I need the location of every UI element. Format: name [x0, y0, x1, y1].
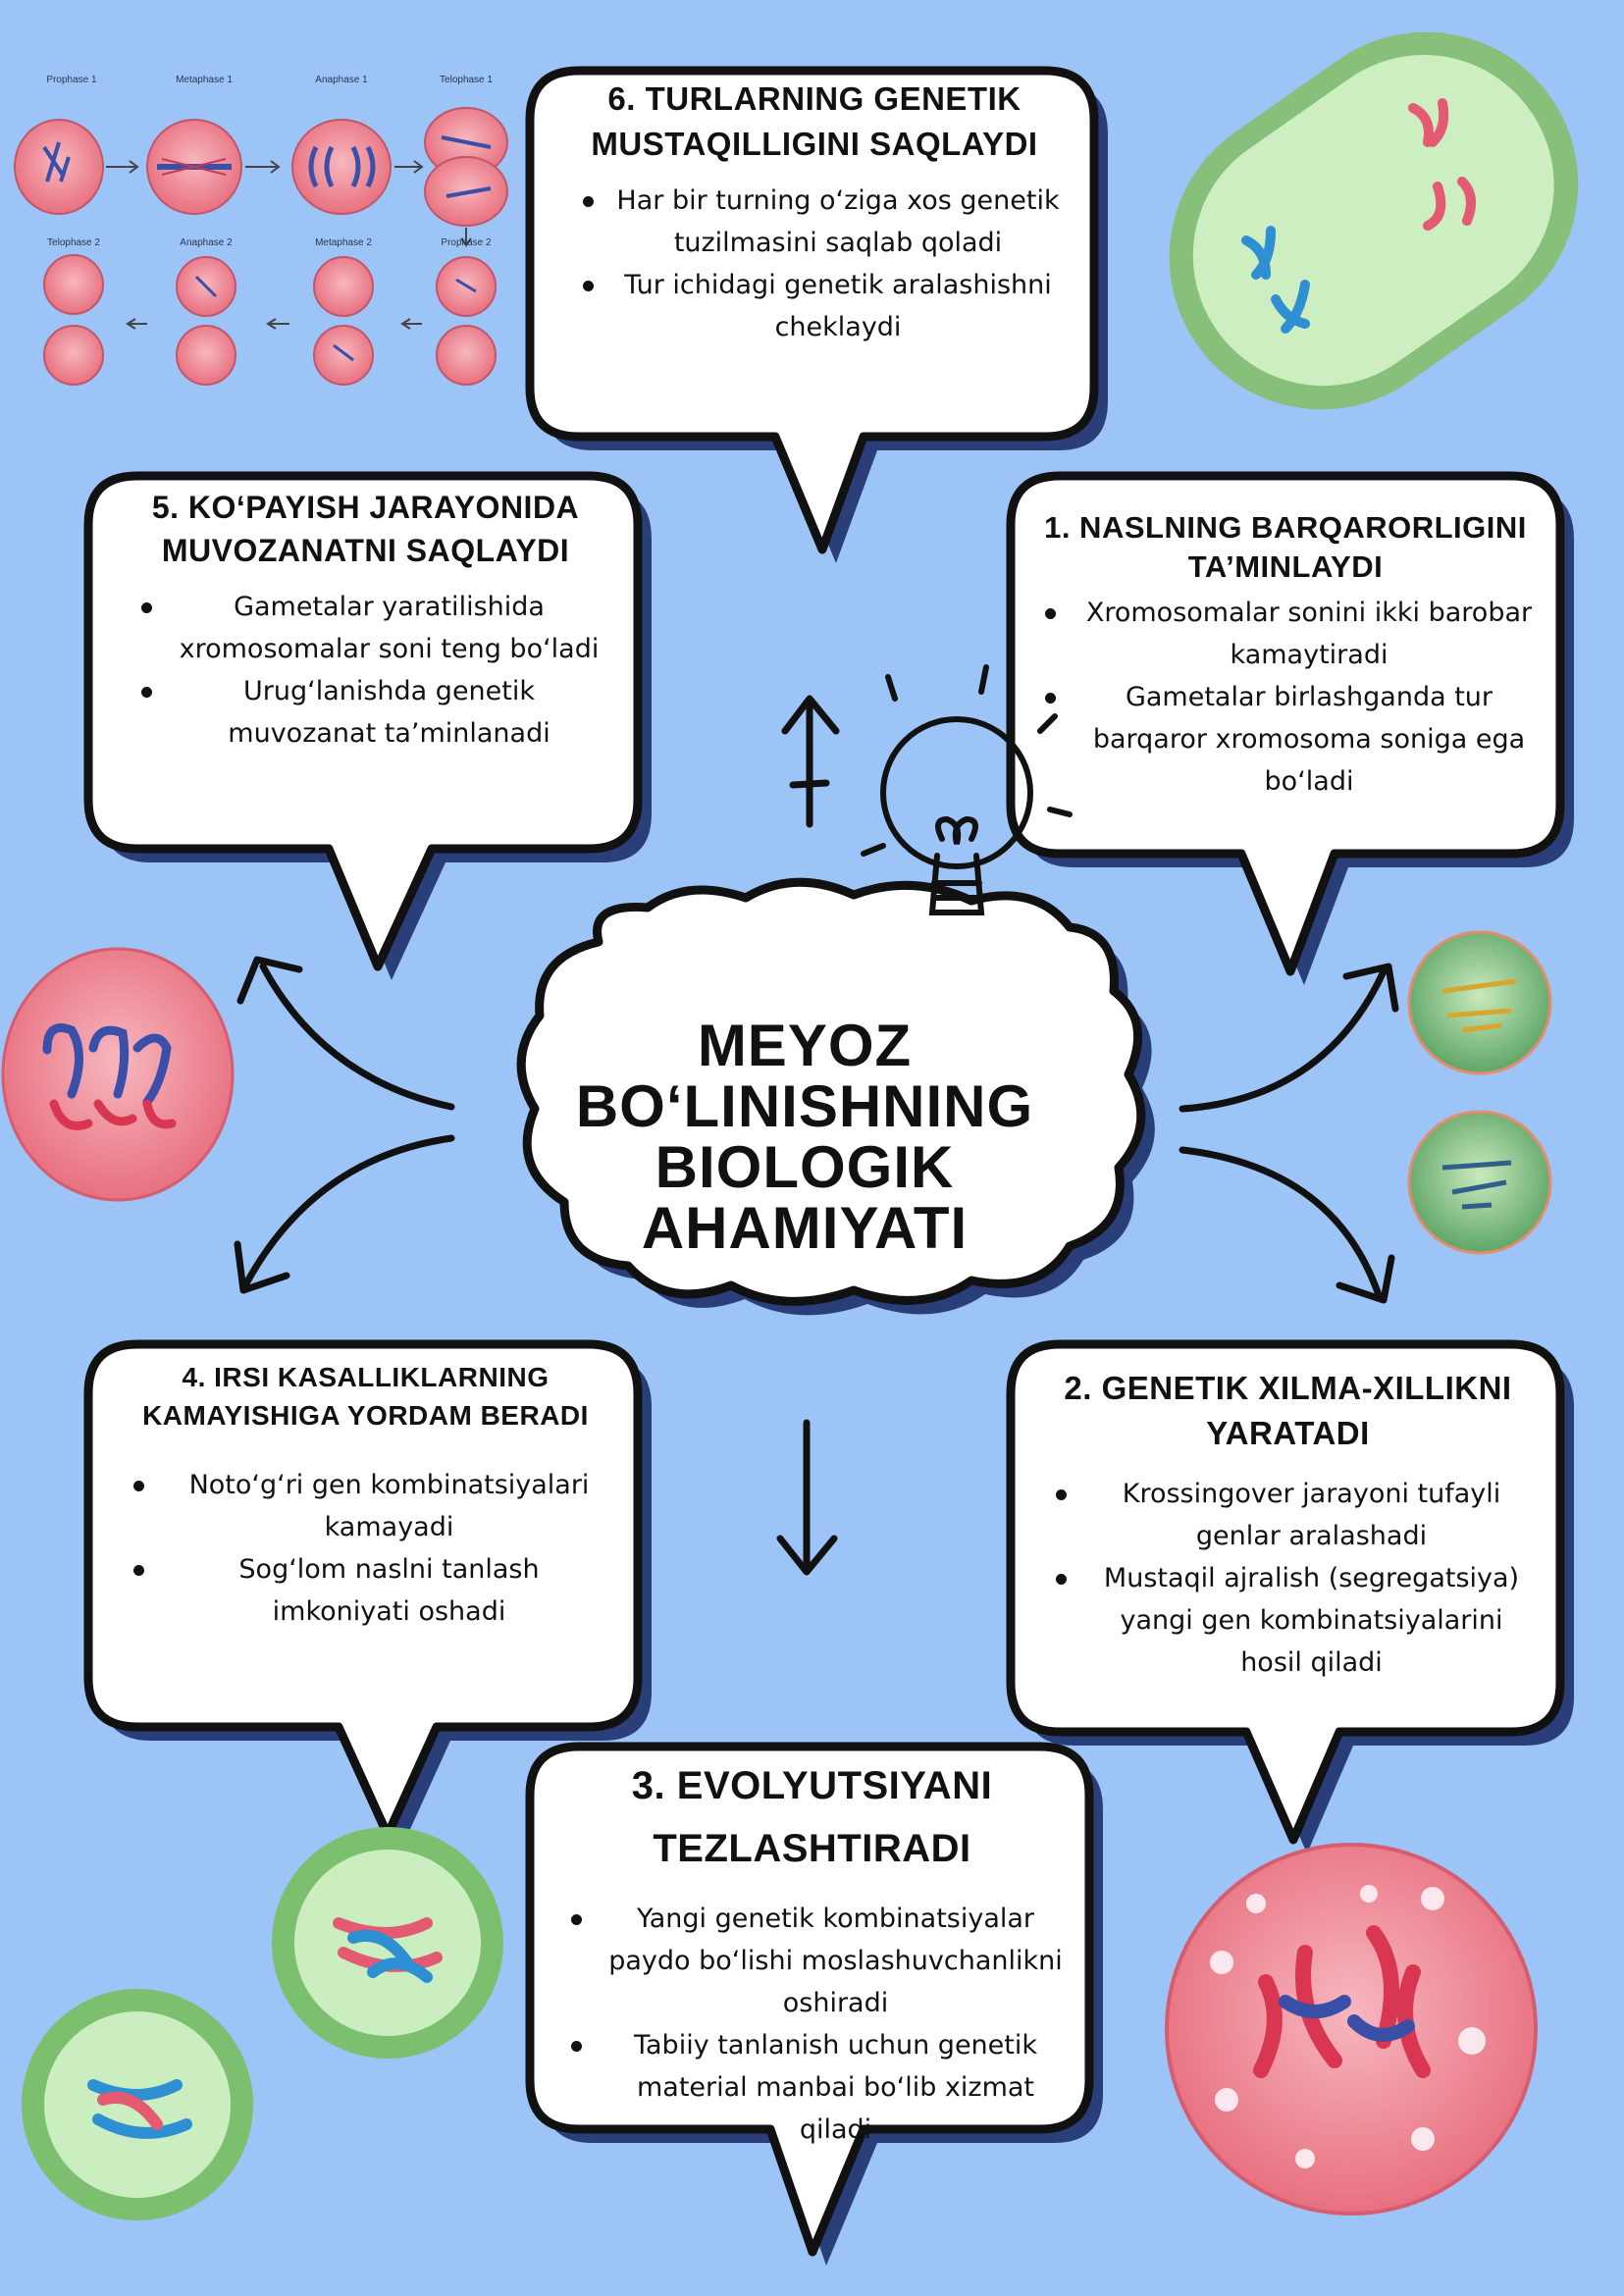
bubble-4: 4. IRSI KASALLIKLARNING KAMAYISHIGA YORD…: [98, 1359, 633, 1633]
arrow-lower-left: [234, 1134, 455, 1294]
bubble-2-item: Krossingover jarayoni tufayli genlar ara…: [1042, 1473, 1534, 1557]
bubble-5-list: Gametalar yaratilishida xromosomalar son…: [128, 586, 603, 755]
bubble-4-shape: [83, 1339, 652, 1849]
bubble-4-item: Sog‘lom naslni tanlash imkoniyati oshadi: [120, 1548, 611, 1633]
stage-label: Anaphase 2: [180, 237, 233, 248]
stage-label: Prophase 1: [46, 75, 97, 85]
pink-cell-left: [1, 947, 235, 1202]
bubble-6-list: Har bir turning o‘ziga xos genetik tuzil…: [569, 180, 1060, 348]
bubble-4-item: Noto‘g‘ri gen kombinatsiyalari kamayadi: [120, 1464, 611, 1548]
bubble-6-shape: [525, 66, 1108, 563]
bubble-4-list: Noto‘g‘ri gen kombinatsiyalari kamayadi …: [120, 1464, 611, 1633]
bubble-1-list: Xromosomalar sonini ikki barobar kamayti…: [1031, 592, 1540, 803]
green-cells-right: [1407, 930, 1552, 1255]
bubble-2-list: Krossingover jarayoni tufayli genlar ara…: [1042, 1473, 1534, 1684]
bubble-3-item: Yangi genetik kombinatsiyalar paydo bo‘l…: [557, 1898, 1067, 2024]
bubble-6-item: Har bir turning o‘ziga xos genetik tuzil…: [569, 180, 1060, 264]
bubble-2: 2. GENETIK XILMA-XILLIKNI YARATADI Kross…: [1021, 1366, 1555, 1684]
bubble-3-item: Tabiiy tanlanish uchun genetik material …: [557, 2024, 1067, 2151]
arrow-upper-left: [236, 956, 455, 1111]
stage-label: Prophase 2: [441, 237, 492, 248]
green-cells-bottom-left: [22, 1827, 503, 2220]
pink-cell-bottom-right: [1165, 1843, 1538, 2216]
stage-label: Anaphase 1: [315, 75, 368, 85]
bubble-5-shape: [83, 471, 652, 980]
arrow-lower-right: [1179, 1146, 1395, 1304]
arrow-down: [776, 1419, 838, 1576]
bubble-1-title: 1. NASLNING BARQARORLIGINI TA’MINLAYDI: [1044, 510, 1527, 585]
stage-label: Metaphase 2: [315, 237, 372, 248]
bubble-3-list: Yangi genetik kombinatsiyalar paydo bo‘l…: [557, 1898, 1067, 2151]
bubble-2-item: Mustaqil ajralish (segregatsiya) yangi g…: [1042, 1557, 1534, 1684]
bubble-3-shape: [525, 1742, 1103, 2266]
center-cloud: [516, 877, 1155, 1316]
bubble-6-title: 6. TURLARNING GENETIK MUSTAQILLIGINI SAQ…: [591, 80, 1038, 162]
bubble-1-item: Xromosomalar sonini ikki barobar kamayti…: [1031, 592, 1540, 676]
arrow-upper-right: [1179, 963, 1399, 1113]
bubble-1-item: Gametalar birlashganda tur barqaror xrom…: [1031, 676, 1540, 803]
center-title: MEYOZ BO‘LINISHNING BIOLOGIK AHAMIYATI: [575, 1013, 1034, 1261]
bubble-5-title: 5. KO‘PAYISH JARAYONIDA MUVOZANATNI SAQL…: [151, 490, 580, 569]
bubble-2-title: 2. GENETIK XILMA-XILLIKNI YARATADI: [1064, 1370, 1512, 1451]
dividing-cell-illustration: [1169, 31, 1579, 410]
arrows: [234, 695, 1399, 1576]
arrow-up: [781, 695, 840, 828]
bubble-1-shape: [1006, 471, 1574, 985]
bubble-1: 1. NASLNING BARQARORLIGINI TA’MINLAYDI X…: [1016, 508, 1555, 803]
bubble-5-item: Urug‘lanishda genetik muvozanat ta’minla…: [128, 670, 603, 755]
bubble-6-item: Tur ichidagi genetik aralashishni chekla…: [569, 264, 1060, 348]
stage-label: Metaphase 1: [176, 75, 233, 85]
stage-label: Telophase 1: [440, 75, 493, 85]
bubble-5: 5. KO‘PAYISH JARAYONIDA MUVOZANATNI SAQL…: [98, 486, 633, 755]
bubble-3-title: 3. EVOLYUTSIYANI TEZLASHTIRADI: [631, 1764, 993, 1870]
meiosis-stages-panel: [14, 107, 508, 386]
bubble-2-shape: [1006, 1339, 1574, 1853]
lightbulb-icon: [861, 664, 1073, 915]
bubble-6: 6. TURLARNING GENETIK MUSTAQILLIGINI SAQ…: [540, 77, 1089, 348]
bubble-3: 3. EVOLYUTSIYANI TEZLASHTIRADI Yangi gen…: [540, 1754, 1084, 2151]
bubble-4-title: 4. IRSI KASALLIKLARNING KAMAYISHIGA YORD…: [142, 1362, 589, 1431]
stage-label: Telophase 2: [47, 237, 100, 248]
bubble-5-item: Gametalar yaratilishida xromosomalar son…: [128, 586, 603, 670]
